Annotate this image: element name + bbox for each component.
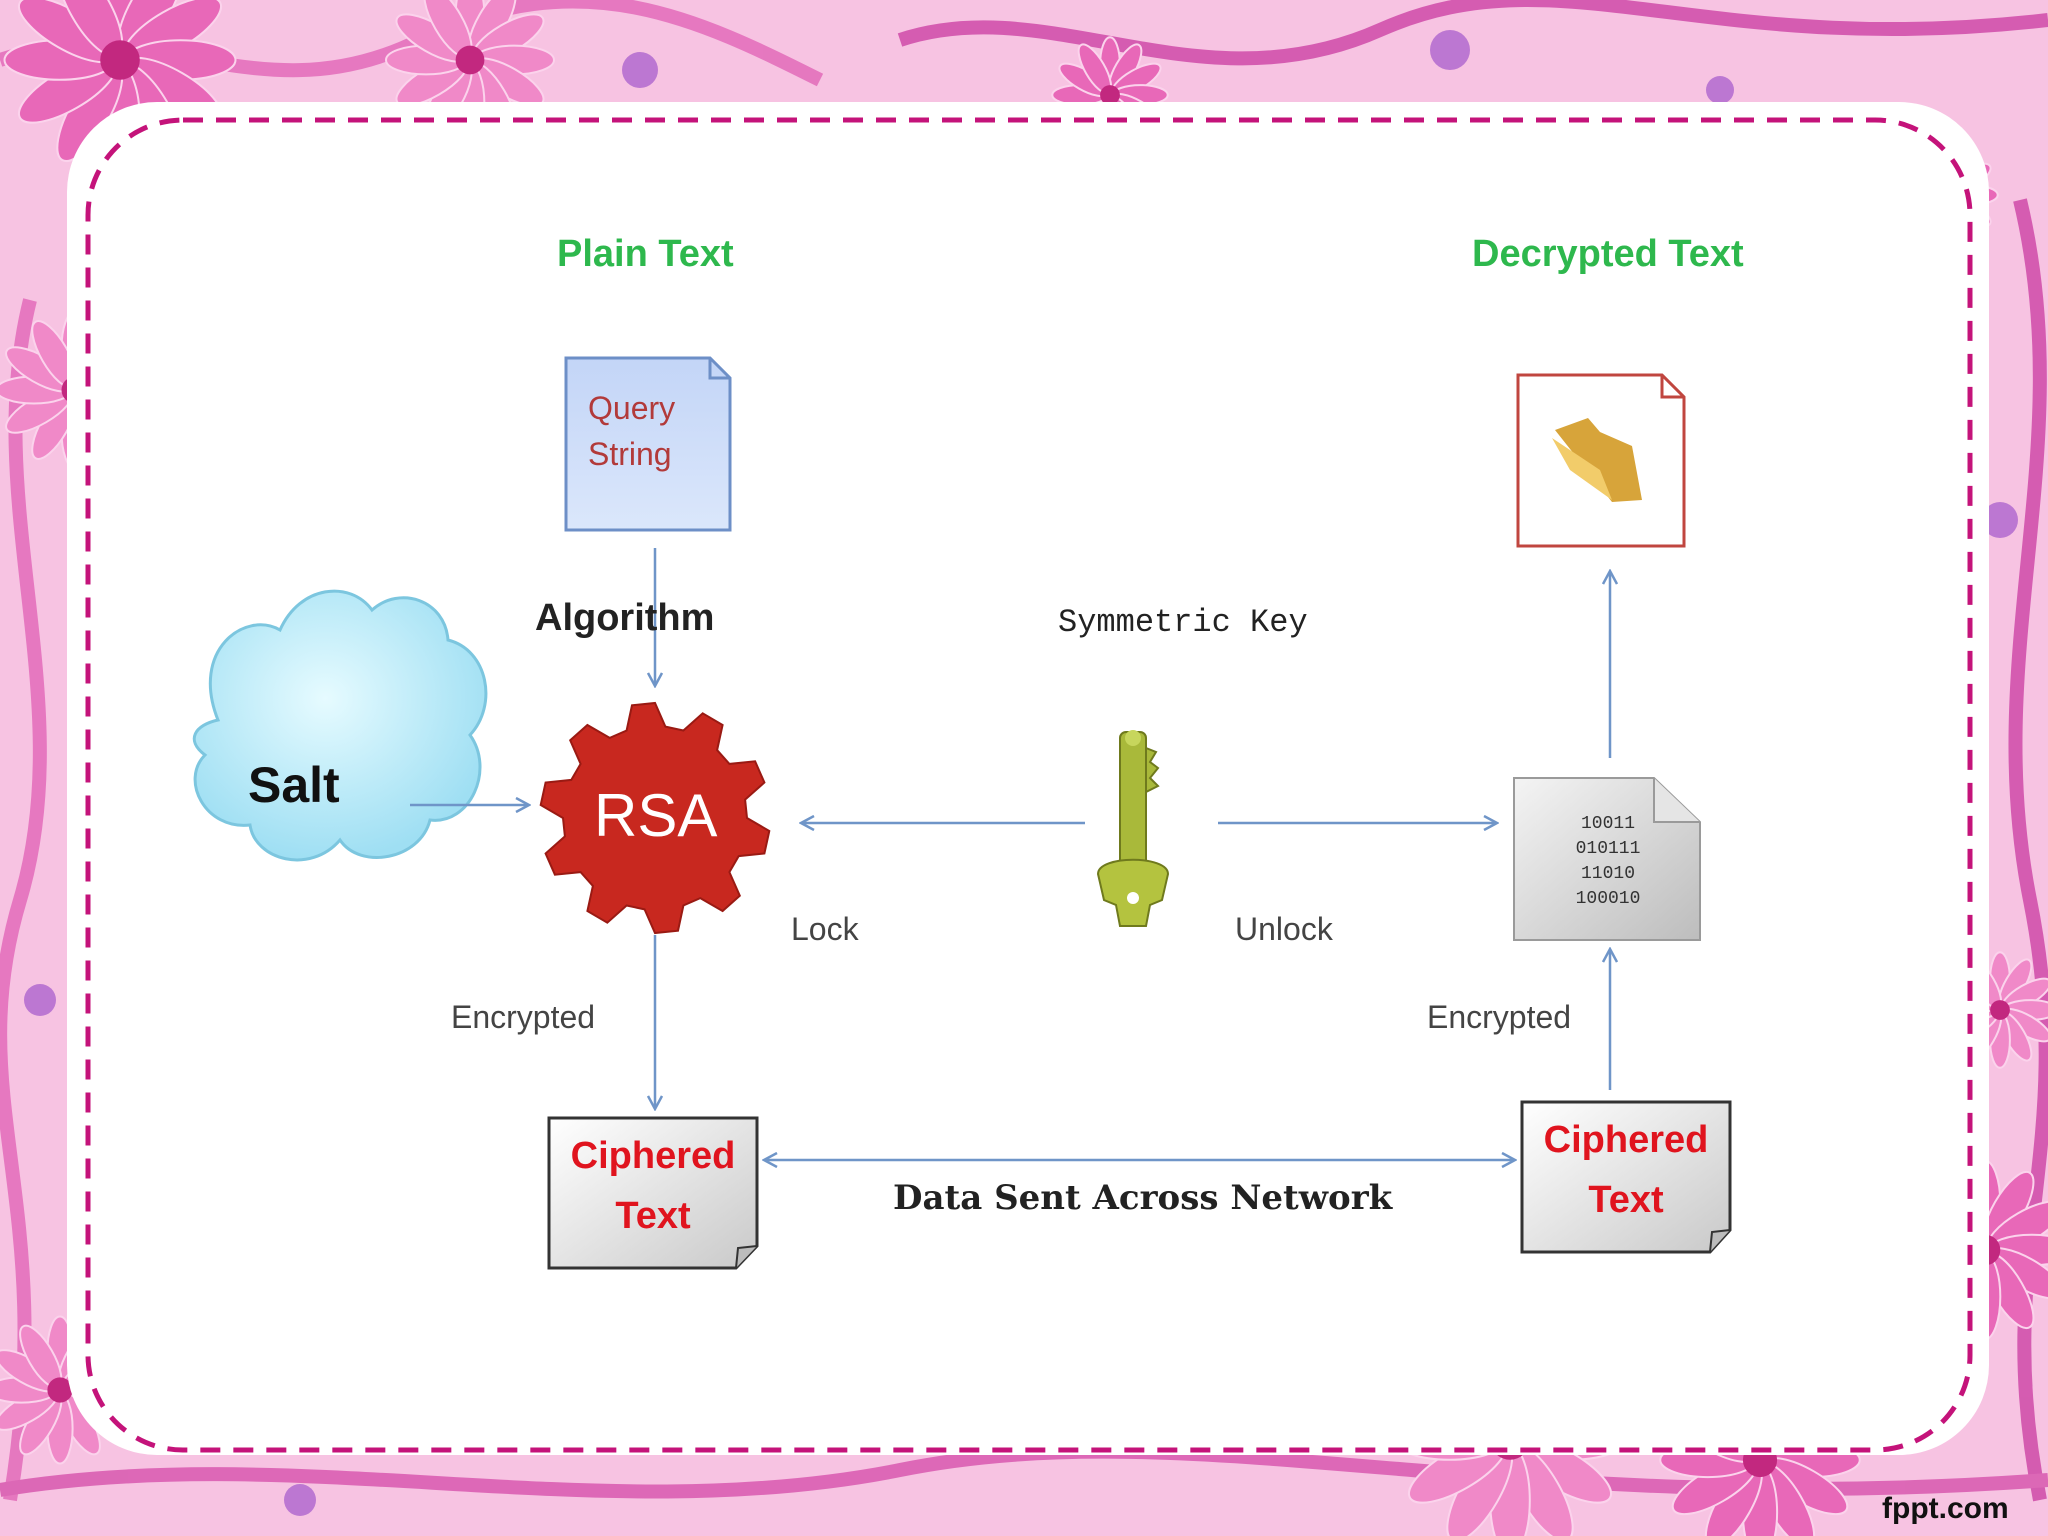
query-string-line2: String <box>588 436 672 472</box>
binary-digits: 10011 010111 11010 100010 <box>1548 812 1668 912</box>
plain-text-label: Plain Text <box>557 233 734 275</box>
binary-line: 010111 <box>1575 839 1641 859</box>
query-string-line1: Query <box>588 390 676 426</box>
ciphered-right-line1: Ciphered <box>1543 1119 1709 1161</box>
ciphered-right-line2: Text <box>1588 1179 1664 1221</box>
data-sent-label: Data Sent Across Network <box>893 1178 1393 1218</box>
binary-line: 10011 <box>1580 814 1635 834</box>
salt-label: Salt <box>248 757 340 813</box>
gear-icon <box>539 701 771 935</box>
algorithm-label: Algorithm <box>535 597 715 639</box>
ciphered-left-line1: Ciphered <box>570 1135 736 1177</box>
lock-label: Lock <box>791 911 859 947</box>
ciphered-text-right: Ciphered Text <box>1522 1110 1730 1230</box>
query-string-label: Query String <box>588 385 675 477</box>
folder-document-icon <box>1516 373 1686 548</box>
key-icon <box>1096 730 1170 927</box>
unlock-label: Unlock <box>1235 911 1333 947</box>
cloud-icon <box>192 589 488 862</box>
watermark: fppt.com <box>1882 1492 2009 1525</box>
dashed-border <box>85 117 1973 1453</box>
binary-line: 100010 <box>1575 889 1641 909</box>
flower-center <box>47 1377 73 1403</box>
document-icon <box>564 356 732 532</box>
encrypted-left-label: Encrypted <box>451 999 596 1035</box>
flower-center <box>100 40 140 80</box>
rsa-label: RSA <box>594 782 718 849</box>
ciphered-box-right <box>1520 1100 1732 1254</box>
ciphered-left-line2: Text <box>615 1195 691 1237</box>
binary-file-icon <box>1513 777 1701 941</box>
decrypted-text-label: Decrypted Text <box>1472 233 1744 275</box>
flower-center <box>1100 85 1120 105</box>
binary-line: 11010 <box>1580 864 1635 884</box>
flower-decoration <box>3 0 237 177</box>
symmetric-key-label: Symmetric Key <box>1058 604 1308 641</box>
flower-center <box>1990 1000 2010 1020</box>
encrypted-right-label: Encrypted <box>1427 999 1572 1035</box>
ciphered-text-left: Ciphered Text <box>549 1126 757 1246</box>
flower-center <box>455 45 485 75</box>
ciphered-box-left <box>547 1116 759 1270</box>
